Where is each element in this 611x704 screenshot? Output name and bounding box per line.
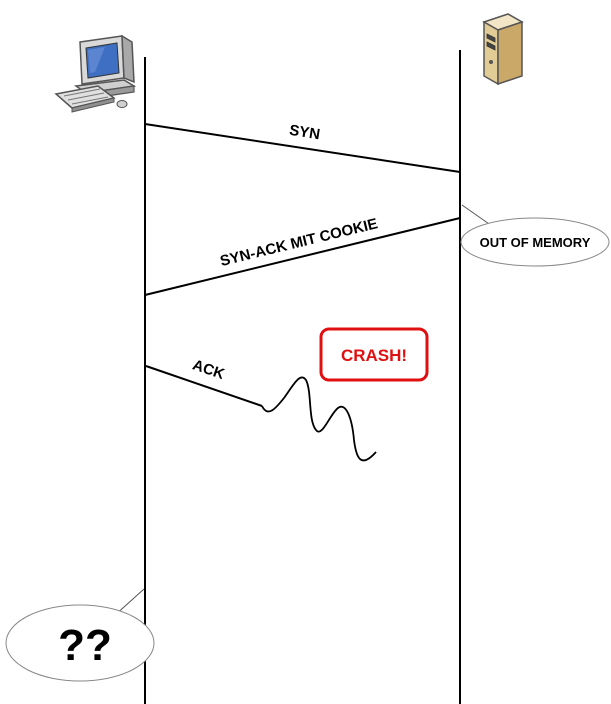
crash-label: CRASH! [341,346,407,365]
ack-label: ACK [190,356,226,383]
syn-label: SYN [288,122,321,143]
desktop-computer-icon [56,36,134,112]
syn-ack-arrow [145,218,460,295]
crash-badge: CRASH! [321,329,427,380]
lost-packet-squiggle [262,377,376,460]
out-of-memory-callout: OUT OF MEMORY [461,205,609,266]
out-of-memory-label: OUT OF MEMORY [480,235,591,250]
question-marks-label: ?? [58,621,112,670]
server-tower-icon [484,14,522,84]
client-question-callout: ?? [6,589,154,681]
